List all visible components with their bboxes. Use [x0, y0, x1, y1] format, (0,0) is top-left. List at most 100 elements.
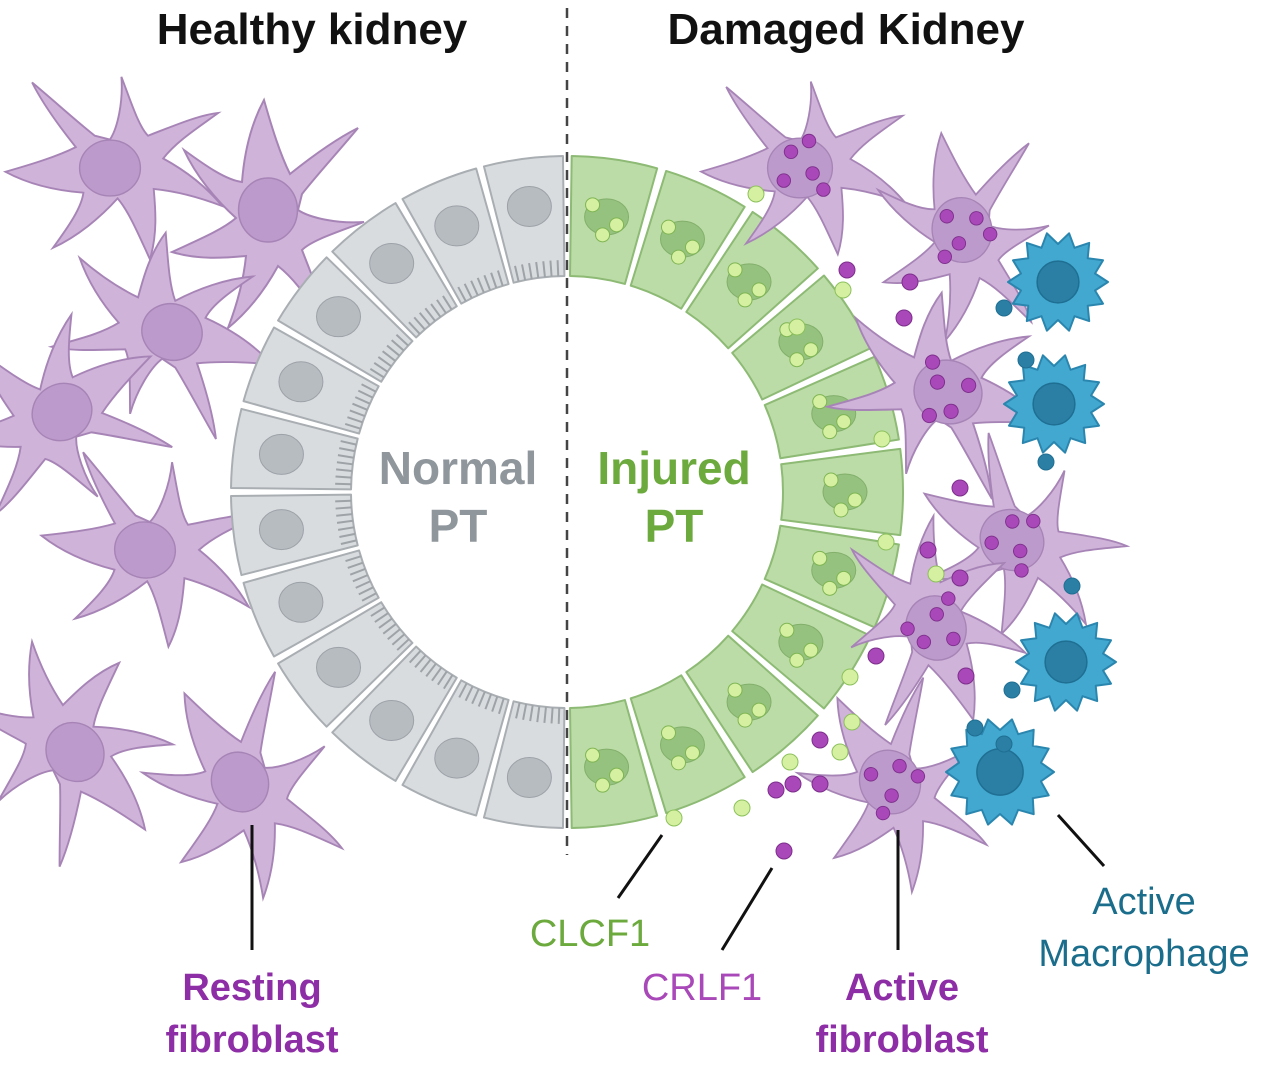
- brush-border: [556, 260, 560, 277]
- crlf1-granule: [884, 788, 899, 803]
- clcf1-granule: [737, 292, 753, 308]
- macrophage-granule: [995, 299, 1013, 317]
- macrophage-nucleus: [1036, 260, 1080, 304]
- brush-border: [442, 295, 453, 311]
- crlf1-callout-line: [720, 867, 774, 951]
- brush-border: [464, 685, 474, 702]
- brush-border: [370, 606, 386, 617]
- crlf1-granule: [916, 634, 932, 650]
- fibroblast-cell: [0, 606, 213, 892]
- brush-border: [535, 261, 540, 279]
- fibroblast-cell: [4, 75, 224, 261]
- fibroblast-cell: [25, 441, 273, 661]
- clcf1-dot: [841, 668, 859, 686]
- macrophage-label-2: Macrophage: [1038, 933, 1249, 975]
- brush-border: [386, 344, 401, 357]
- macrophage-granule: [1003, 681, 1021, 699]
- crlf1-dot: [811, 775, 829, 793]
- macrophage-cell: [1007, 232, 1109, 332]
- clcf1-granule: [812, 550, 828, 566]
- fibroblast-nucleus: [210, 751, 270, 813]
- crlf1-granule: [929, 607, 944, 622]
- fibroblast-cell: [817, 497, 1052, 752]
- clcf1-dot: [877, 533, 895, 551]
- brush-border: [373, 362, 389, 373]
- crlf1-dot: [957, 667, 975, 685]
- crlf1-dot: [919, 541, 937, 559]
- active-macrophages: [945, 232, 1117, 826]
- brush-border: [477, 691, 486, 707]
- resting-fibroblasts: [0, 75, 376, 926]
- brush-border: [340, 440, 357, 446]
- crlf1-granule: [816, 182, 831, 197]
- clcf1-granule: [779, 622, 795, 638]
- clcf1-dot: [843, 713, 861, 731]
- clcf1-granule: [727, 682, 743, 698]
- brush-border: [391, 633, 406, 646]
- brush-border: [522, 703, 528, 720]
- clcf1-granule: [803, 642, 819, 658]
- crlf1-granule: [929, 374, 946, 390]
- brush-border: [470, 280, 479, 296]
- brush-border: [345, 555, 362, 563]
- crlf1-granule: [1014, 563, 1029, 578]
- brush-border: [347, 416, 363, 424]
- brush-border: [418, 312, 431, 326]
- brush-border: [335, 482, 352, 486]
- macrophage-granule: [1037, 453, 1055, 471]
- crlf1-dot: [775, 842, 793, 860]
- brush-border: [344, 423, 361, 430]
- injured-pt-label: Injured: [597, 442, 750, 494]
- fibroblast-cell: [764, 652, 1019, 919]
- normal-pt-nucleus: [258, 433, 304, 475]
- brush-border: [361, 383, 377, 393]
- clcf1-granule: [751, 282, 767, 298]
- brush-border: [437, 670, 448, 686]
- brush-border: [340, 539, 357, 545]
- clcf1-granule: [684, 745, 700, 761]
- brush-border: [529, 705, 534, 722]
- fibroblast-cell: [700, 80, 908, 256]
- fibroblast-body: [0, 606, 213, 892]
- crlf1-granule: [892, 758, 907, 774]
- crlf1-granule: [776, 173, 791, 188]
- brush-border: [336, 468, 353, 472]
- crlf1-dot: [951, 569, 969, 587]
- fibroblast-nucleus: [78, 139, 142, 197]
- brush-border: [490, 272, 498, 289]
- clcf1-dot: [781, 753, 799, 771]
- clcf1-dot: [747, 185, 765, 203]
- crlf1-granule: [1005, 514, 1020, 529]
- fibroblast-cell: [34, 207, 303, 455]
- clcf1-granule: [660, 725, 676, 741]
- clcf1-dot: [927, 565, 945, 583]
- proximal-tubule: [230, 155, 904, 829]
- clcf1-granule: [670, 249, 686, 265]
- normal-pt-nucleus: [434, 205, 480, 247]
- crlf1-granule: [924, 354, 941, 370]
- clcf1-granule: [684, 239, 700, 255]
- crlf1-granule: [961, 377, 977, 393]
- brush-border: [515, 702, 521, 719]
- cytokine-dots: [665, 185, 975, 860]
- brush-border: [381, 350, 396, 362]
- clcf1-granule: [836, 414, 852, 430]
- brush-border: [528, 262, 533, 280]
- active-fibroblasts: [700, 80, 1149, 919]
- brush-border: [496, 270, 504, 287]
- clcf1-granule: [751, 702, 767, 718]
- normal-pt-nucleus: [316, 646, 362, 688]
- macrophage-granule: [1017, 351, 1035, 369]
- brush-border: [335, 475, 352, 479]
- brush-border: [536, 706, 541, 723]
- clcf1-granule: [609, 767, 625, 783]
- macrophage-nucleus: [976, 748, 1024, 796]
- brush-border: [339, 447, 356, 453]
- brush-border: [425, 663, 437, 678]
- brush-border: [378, 617, 393, 629]
- normal-pt-nucleus: [278, 361, 324, 403]
- normal-pt-nucleus: [434, 737, 480, 779]
- brush-border: [387, 628, 401, 641]
- crlf1-granule: [943, 403, 959, 419]
